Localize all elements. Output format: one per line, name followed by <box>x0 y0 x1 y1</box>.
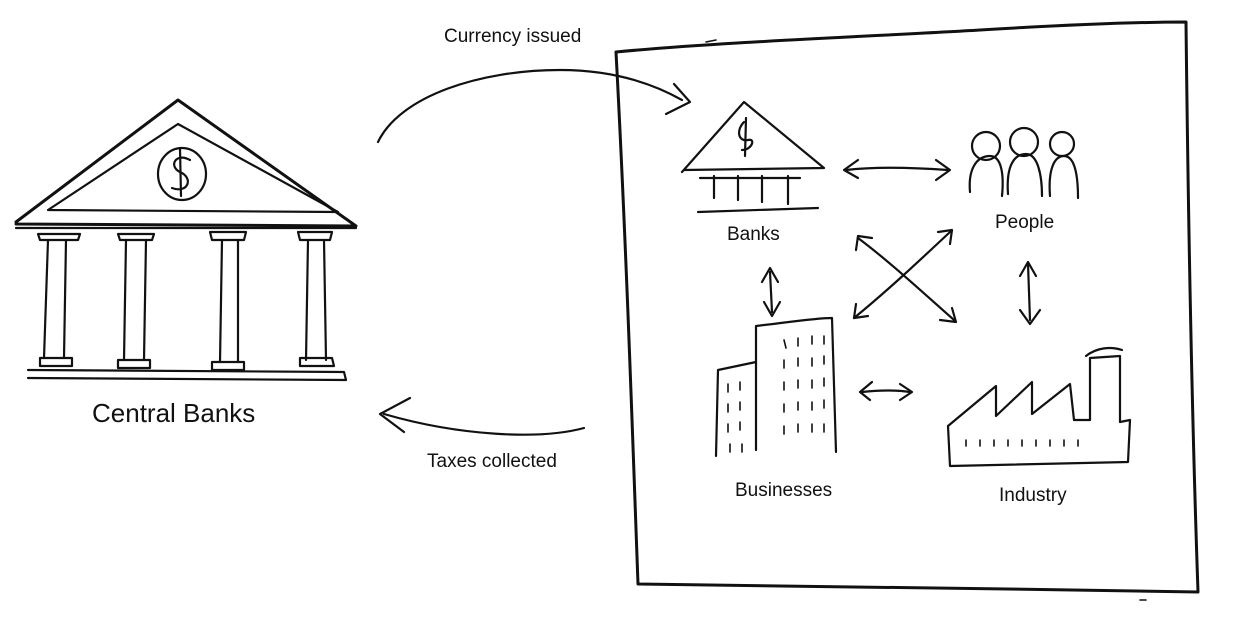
taxes-collected-arrow <box>378 396 586 436</box>
businesses-label: Businesses <box>735 480 833 501</box>
stray-mark <box>705 39 717 43</box>
currency-issued-label: Currency issued <box>444 26 582 47</box>
people-industry-arrow <box>1018 260 1042 326</box>
taxes-collected-label: Taxes collected <box>427 451 557 472</box>
people-label: People <box>995 212 1055 233</box>
industry-icon <box>946 346 1132 468</box>
currency-issued-arrow <box>376 68 692 144</box>
businesses-industry-arrow <box>858 380 914 402</box>
cross-arrows <box>852 228 958 324</box>
banks-label: Banks <box>727 224 780 245</box>
banks-people-arrow <box>842 158 952 182</box>
central-bank-icon <box>14 98 358 382</box>
industry-label: Industry <box>999 485 1067 506</box>
central-banks-label: Central Banks <box>92 398 256 428</box>
banks-icon <box>680 100 826 214</box>
banks-businesses-arrow <box>760 266 782 318</box>
people-icon <box>968 126 1080 200</box>
economy-box <box>614 20 1200 594</box>
businesses-icon <box>714 316 838 458</box>
